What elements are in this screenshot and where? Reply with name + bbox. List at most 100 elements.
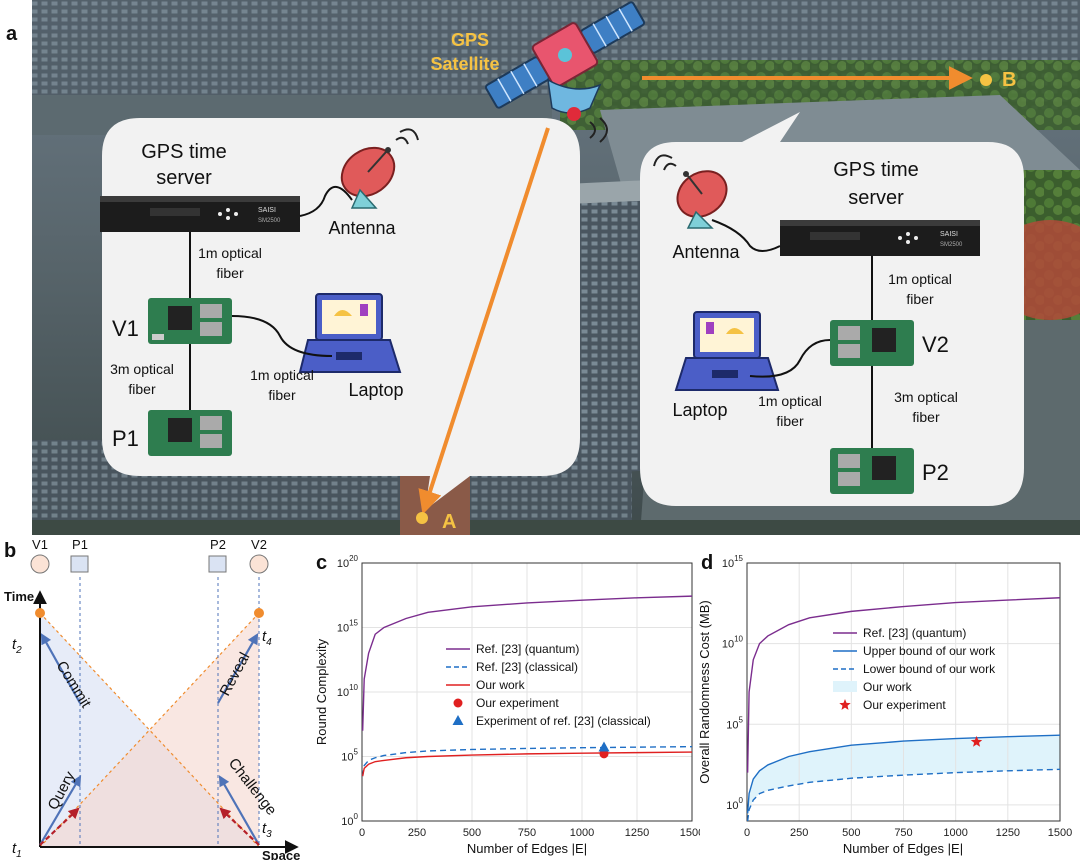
right-laptop-cable	[749, 339, 831, 378]
d-x-tick-label: 1500	[1048, 827, 1072, 839]
c-series-line-0	[361, 595, 693, 731]
c-x-tick-label: 1500	[680, 827, 700, 839]
t1-label: t1	[12, 840, 22, 860]
d-our-work-band	[747, 735, 1060, 821]
c-plot-frame	[361, 562, 693, 822]
d-x-tick-label: 1000	[943, 827, 967, 839]
t2-label: t2	[12, 636, 22, 656]
c-series-line-1	[361, 745, 693, 777]
gps-satellite-icon	[484, 1, 646, 143]
d-x-tick-label: 1250	[996, 827, 1020, 839]
d-x-tick-label: 250	[790, 827, 808, 839]
right-antenna-icon	[653, 154, 728, 229]
left-server-label-line2: server	[156, 167, 212, 189]
c-legend-swatch-3	[453, 698, 463, 708]
right-gps-time-server-icon: SAISI SM2500	[780, 220, 980, 256]
party-v2-marker	[249, 554, 269, 574]
d-x-tick-label: 500	[842, 827, 860, 839]
challenge-red-arrow	[219, 807, 260, 846]
d-legend-label-4: Our experiment	[863, 698, 946, 712]
party-v1-marker	[30, 554, 50, 574]
left-gps-time-server-icon: SAISI SM2500	[100, 196, 300, 232]
right-server-model: SM2500	[940, 242, 963, 248]
c-x-tick-label: 1250	[625, 827, 649, 839]
d-y-axis-label: Overall Randomness Cost (MB)	[697, 600, 712, 784]
d-y-tick-label: 105	[726, 715, 743, 731]
right-server-label-line1: GPS time	[833, 159, 919, 181]
query-red-arrow	[39, 807, 80, 846]
point-b-label: B	[1002, 69, 1016, 91]
point-a-label: A	[442, 511, 456, 533]
c-x-tick-label: 0	[359, 827, 365, 839]
c-data-point-1	[598, 741, 610, 752]
left-antenna-icon	[340, 128, 419, 209]
left-server-model: SM2500	[258, 218, 281, 224]
left-fiber1-label-line1: 1m optical	[198, 245, 262, 261]
right-verifier-board-icon	[830, 320, 914, 366]
spacetime-diagram: b V1 P1 P2 V2 Time Space t2 t1 t4 t3 Com…	[4, 537, 300, 860]
c-legend-label-1: Ref. [23] (classical)	[476, 660, 578, 674]
left-antenna-cable	[299, 186, 353, 217]
d-band-area	[747, 735, 1060, 821]
c-y-tick-label: 1015	[337, 619, 359, 635]
party-label-v2: V2	[251, 537, 267, 552]
c-y-tick-label: 105	[341, 748, 358, 764]
c-series-line-2	[361, 751, 693, 777]
right-server-brand: SAISI	[940, 231, 958, 238]
party-label-p2: P2	[210, 537, 226, 552]
d-plot-frame	[746, 562, 1061, 822]
c-legend-swatch-4	[452, 715, 464, 725]
left-server-label-line1: GPS time	[141, 141, 227, 163]
d-x-tick-label: 750	[894, 827, 912, 839]
left-verifier-board-icon	[148, 298, 232, 344]
c-x-tick-label: 750	[518, 827, 536, 839]
d-y-tick-label: 1010	[722, 635, 744, 651]
d-series-line-1	[746, 734, 1061, 814]
right-fiber1-label-line2: fiber	[906, 291, 934, 307]
panel-d-label: d	[701, 552, 713, 574]
t2-event-marker	[35, 608, 45, 618]
d-x-axis-label: Number of Edges |E|	[843, 841, 963, 856]
right-station: GPS time server Antenna SAISI SM2500 1m …	[653, 154, 980, 494]
c-x-tick-label: 500	[463, 827, 481, 839]
time-axis-label: Time	[4, 589, 34, 604]
d-series-line-2	[746, 768, 1061, 822]
left-station: GPS time server SAISI SM2500 Antenna 1m …	[100, 128, 419, 456]
t3-label: t3	[262, 820, 272, 840]
c-legend: Ref. [23] (quantum) Ref. [23] (classical)…	[446, 642, 651, 728]
left-antenna-label: Antenna	[328, 218, 396, 238]
left-server-brand: SAISI	[258, 207, 276, 214]
right-verifier-label: V2	[922, 332, 949, 357]
c-legend-label-0: Ref. [23] (quantum)	[476, 642, 579, 656]
left-fiber1-label-line2: fiber	[216, 265, 244, 281]
challenge-arrow	[218, 775, 260, 846]
signal-arrow-to-a	[418, 127, 550, 515]
d-legend-label-0: Ref. [23] (quantum)	[863, 626, 966, 640]
right-fiber3-label-line1: 3m optical	[894, 389, 958, 405]
right-fiber-laptop-label-line2: fiber	[776, 413, 804, 429]
left-fiber-laptop-label-line1: 1m optical	[250, 367, 314, 383]
c-y-tick-label: 1020	[337, 554, 359, 570]
left-prover-label: P1	[112, 426, 139, 451]
query-arrow	[39, 775, 82, 846]
left-laptop-icon	[298, 293, 402, 373]
t4-label: t4	[262, 628, 272, 648]
c-legend-label-2: Our work	[476, 678, 526, 692]
c-x-axis-label: Number of Edges |E|	[467, 841, 587, 856]
d-y-tick-label: 100	[726, 796, 743, 812]
right-fiber1-label-line1: 1m optical	[888, 271, 952, 287]
satellite-label-line2: Satellite	[430, 54, 499, 74]
d-legend-label-1: Upper bound of our work	[863, 644, 996, 658]
c-series	[361, 595, 693, 777]
left-prover-board-icon	[148, 410, 232, 456]
right-antenna-cable	[711, 219, 781, 252]
c-legend-label-3: Our experiment	[476, 696, 559, 710]
right-station-bubble	[640, 112, 1024, 506]
left-verifier-label: V1	[112, 316, 139, 341]
d-data-point-0	[970, 735, 983, 747]
c-data-point-0	[599, 749, 609, 759]
c-x-tick-label: 1000	[570, 827, 594, 839]
party-label-v1: V1	[32, 537, 48, 552]
